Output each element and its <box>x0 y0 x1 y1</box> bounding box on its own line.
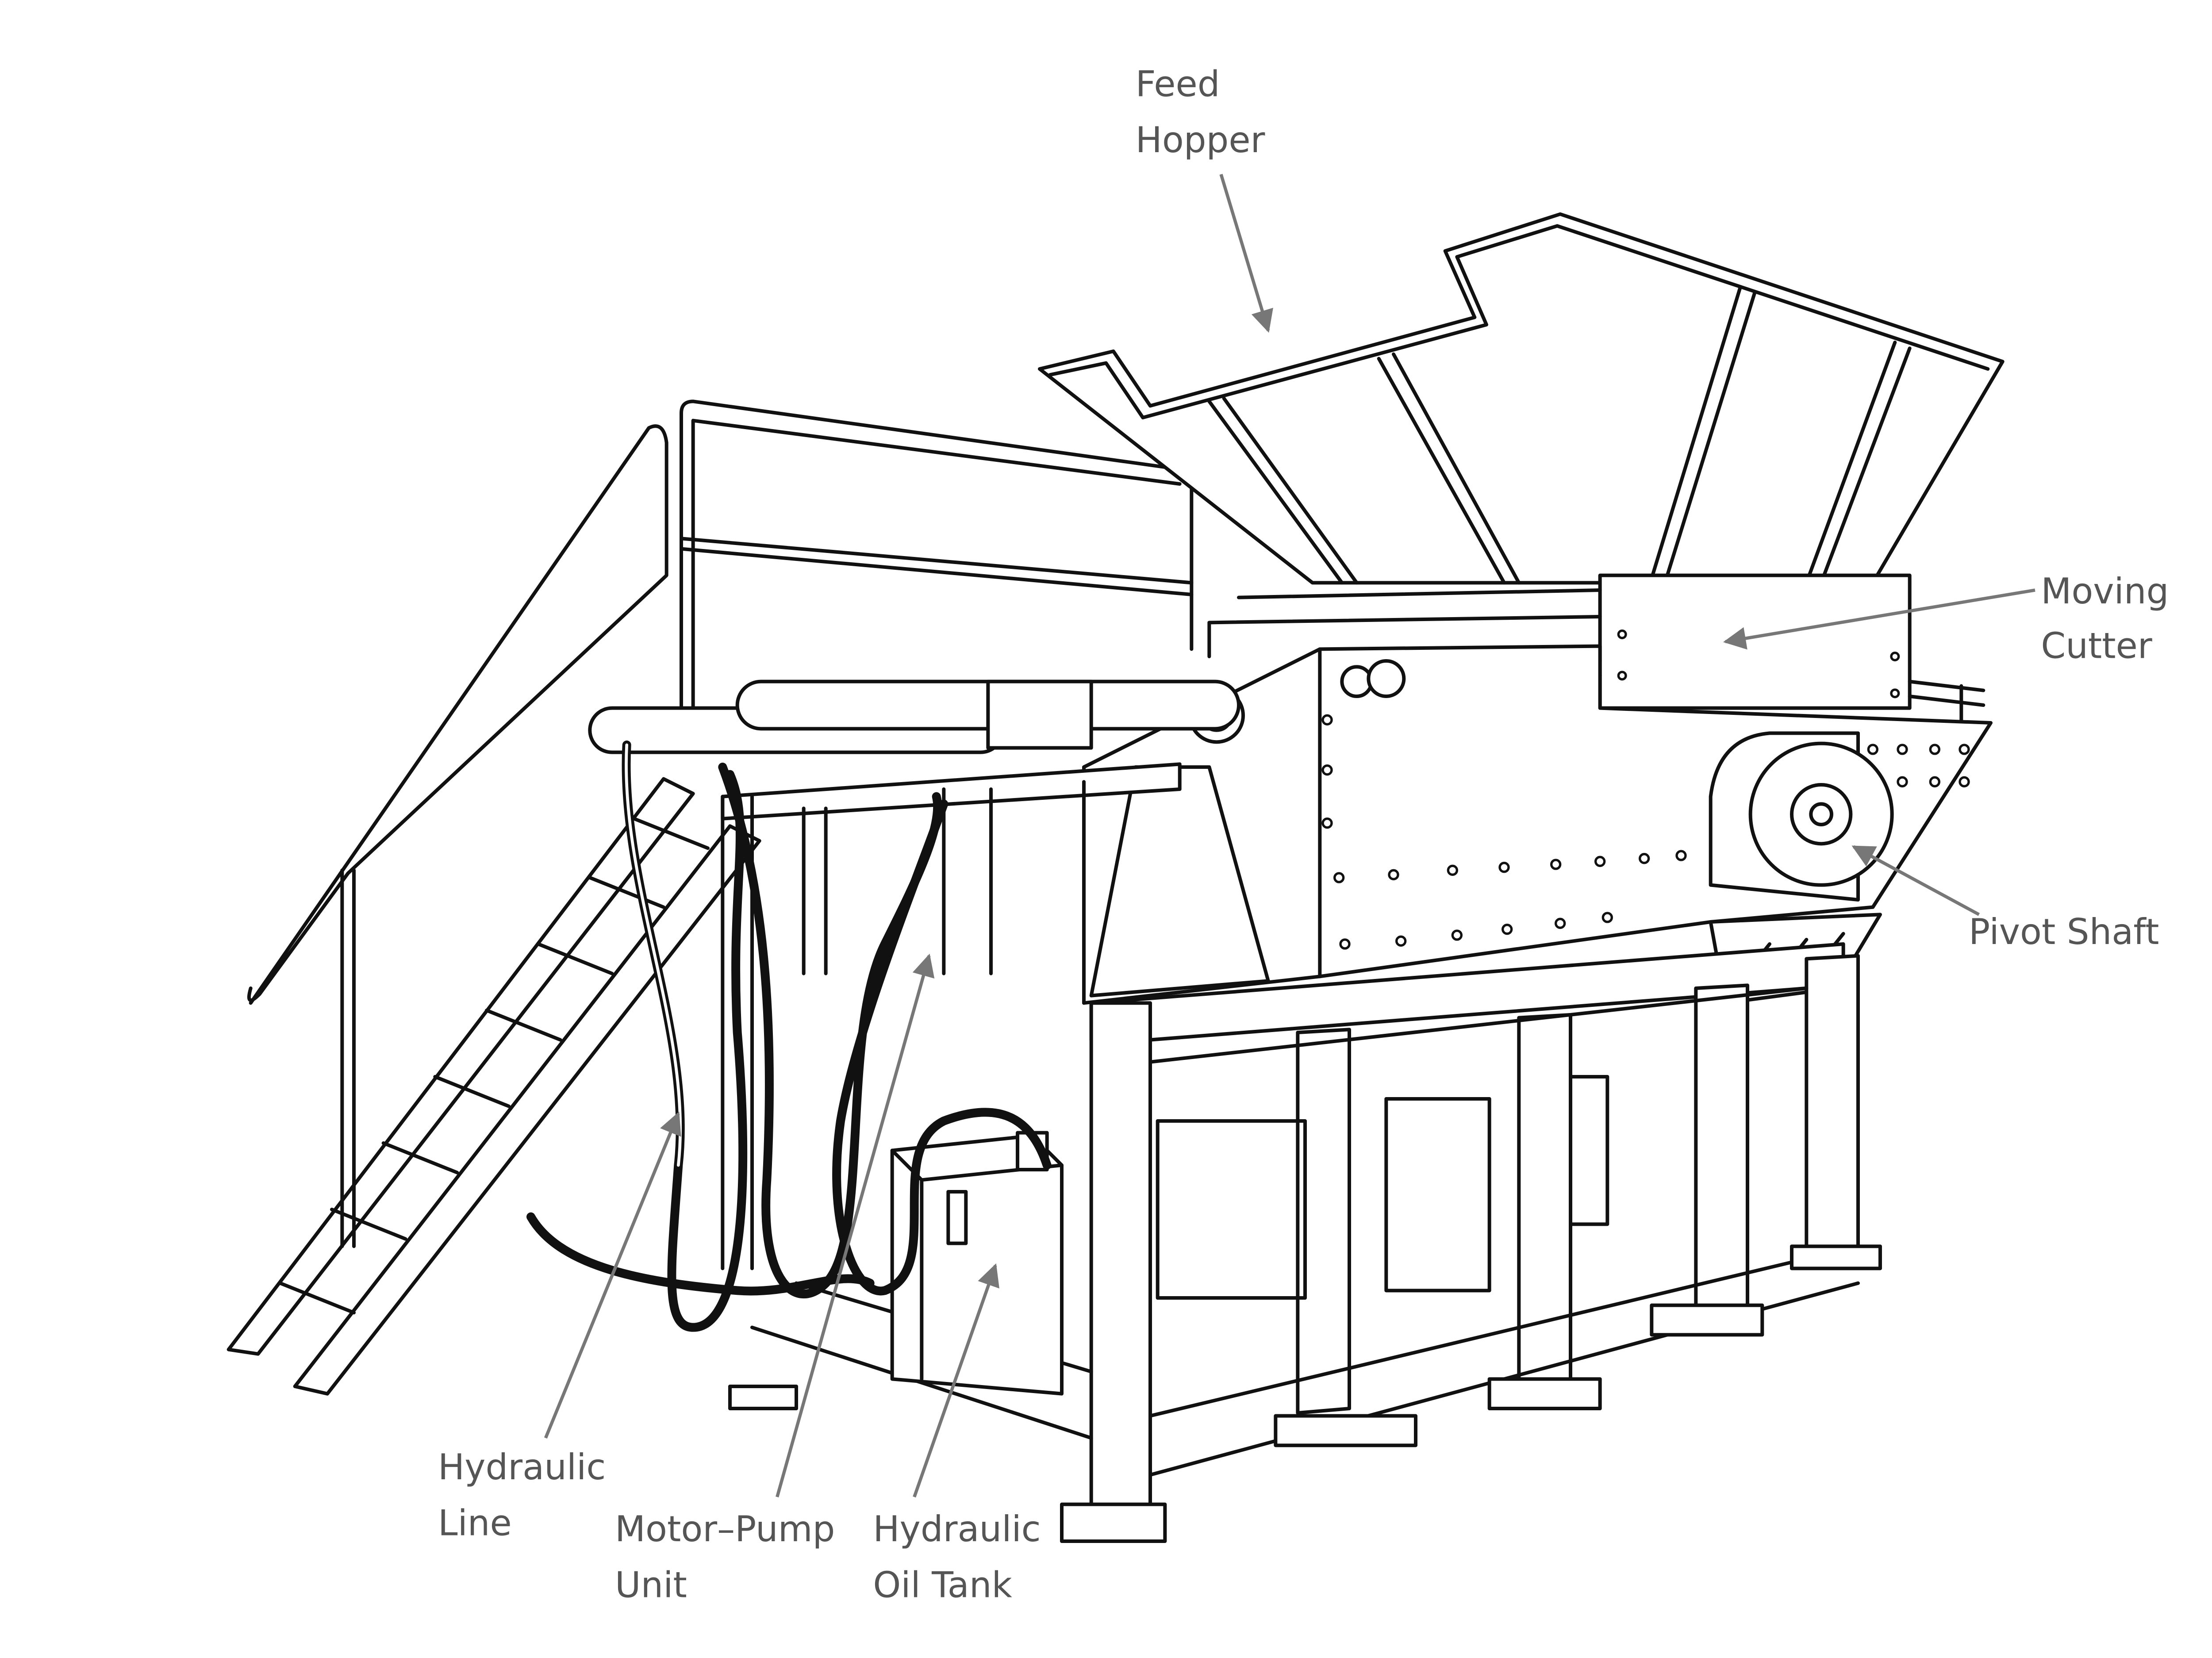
stairs <box>227 424 761 1396</box>
hydraulic-oil-tank <box>890 1131 1064 1396</box>
label-oil-tank-line1: Hydraulic <box>873 1508 1041 1550</box>
label-hydraulic-line-line1: Hydraulic <box>438 1447 606 1488</box>
platform-railing <box>340 399 1194 1248</box>
leader-arrow <box>544 1111 681 1439</box>
label-moving-cutter-line1: Moving <box>2041 571 2169 612</box>
hydraulic-cylinders <box>588 679 1240 1270</box>
leader-arrow <box>1723 588 2035 650</box>
main-frame <box>728 942 1882 1543</box>
label-oil-tank-line2: Oil Tank <box>873 1565 1012 1606</box>
label-feed-hopper: Feed Hopper <box>1136 63 1273 333</box>
label-hydraulic-oil-tank: Hydraulic Oil Tank <box>873 1263 1041 1606</box>
hydraulic-hoses <box>526 741 1052 1332</box>
moving-cutter <box>1207 573 1985 725</box>
label-motor-pump-line2: Unit <box>615 1565 687 1606</box>
leader-arrow <box>1851 845 1980 916</box>
label-motor-pump-unit: Motor–Pump Unit <box>615 953 935 1606</box>
label-pivot-shaft: Pivot Shaft <box>1851 845 2159 952</box>
label-motor-pump-line1: Motor–Pump <box>615 1508 835 1550</box>
label-pivot-shaft-text: Pivot Shaft <box>1969 911 2159 952</box>
leader-arrow <box>1219 173 1273 333</box>
label-hydraulic-line: Hydraulic Line <box>438 1111 681 1544</box>
label-feed-hopper-line2: Hopper <box>1136 119 1265 161</box>
label-moving-cutter-line2: Cutter <box>2041 625 2152 666</box>
label-moving-cutter: Moving Cutter <box>1723 571 2169 666</box>
feed-hopper <box>1038 212 2005 585</box>
leader-arrow <box>913 1263 999 1498</box>
label-feed-hopper-line1: Feed <box>1136 63 1220 104</box>
body-bolts <box>1321 714 1970 950</box>
cutting-chamber <box>1082 644 1993 1005</box>
label-hydraulic-line-line2: Line <box>438 1503 512 1544</box>
leader-arrow <box>776 953 935 1497</box>
